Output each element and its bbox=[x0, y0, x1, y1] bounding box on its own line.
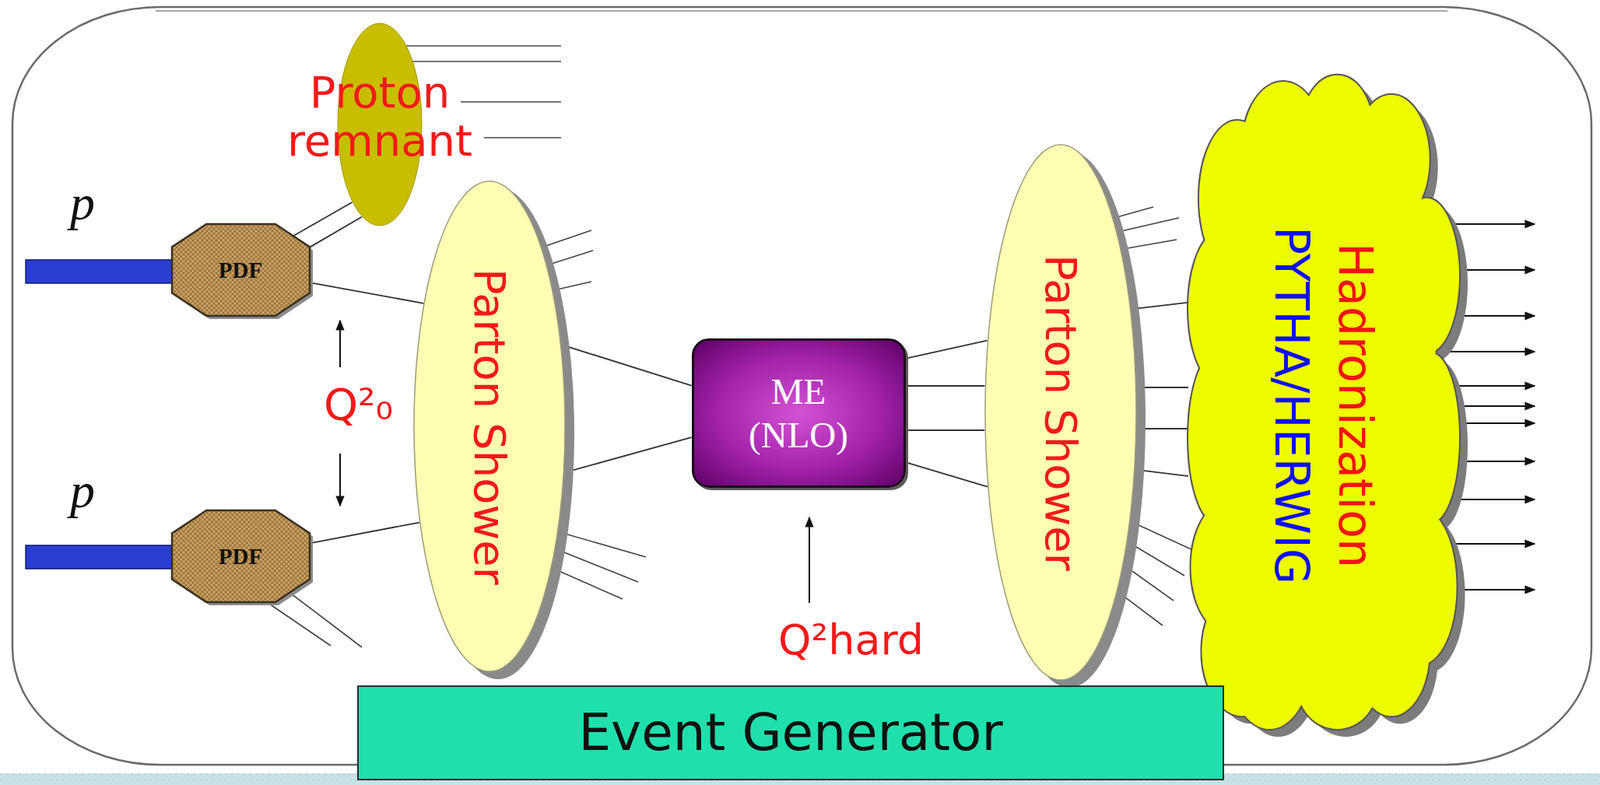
cloud-bump bbox=[1404, 353, 1460, 522]
matrix-element-label: ME (NLO) bbox=[748, 369, 849, 458]
flow-connector bbox=[905, 340, 988, 488]
hadronization-label: Hadronization bbox=[1327, 242, 1384, 569]
connector-line bbox=[309, 217, 362, 248]
cloud-outline bbox=[1188, 75, 1460, 730]
node-content: PDF bbox=[218, 256, 263, 285]
proton-beam bbox=[25, 545, 174, 569]
connector-line bbox=[292, 202, 352, 236]
parton-shower-label: Parton Shower bbox=[1034, 254, 1087, 572]
flow-connector bbox=[292, 202, 362, 248]
connector-line bbox=[309, 282, 425, 304]
hadronization-cloud-outline bbox=[1188, 81, 1460, 730]
event-generator-label: Event Generator bbox=[578, 701, 1003, 764]
connector-line bbox=[1130, 302, 1189, 309]
flow-connector bbox=[309, 282, 425, 304]
node-content: Parton Shower bbox=[463, 268, 516, 586]
event-generator-bar: Event Generator bbox=[357, 685, 1225, 781]
node-content: Parton Shower bbox=[1034, 254, 1087, 572]
cloud-bump bbox=[1188, 353, 1243, 522]
proton-beam-label: p bbox=[70, 462, 95, 520]
proton-beam-label: p bbox=[70, 174, 95, 232]
pdf-label: PDF bbox=[218, 256, 263, 285]
pdf-label: PDF bbox=[218, 543, 263, 571]
connector-line bbox=[564, 437, 692, 473]
cloud-bump bbox=[1353, 586, 1429, 716]
proton-beam bbox=[25, 259, 174, 284]
flow-connector bbox=[561, 344, 692, 473]
cloud-bump bbox=[1393, 198, 1460, 355]
cloud-bump bbox=[1188, 353, 1243, 522]
hard-scale-label: Q²hard bbox=[778, 616, 924, 665]
shape-fill bbox=[171, 510, 310, 603]
node-content: PDF bbox=[218, 543, 263, 571]
cloud-bump bbox=[1228, 600, 1310, 730]
flow-connector bbox=[309, 522, 420, 544]
cutoff-scale-label: Q²₀ bbox=[323, 379, 393, 430]
shape-fill bbox=[171, 224, 310, 316]
pdf-octagon: PDF bbox=[171, 224, 310, 316]
remnant-label: Proton remnant bbox=[287, 68, 473, 165]
matrix-element-box: ME (NLO) bbox=[691, 338, 906, 488]
connector-line bbox=[905, 385, 986, 387]
connector-line bbox=[905, 340, 988, 359]
pdf-octagon: PDF bbox=[171, 510, 310, 603]
cloud-bump bbox=[1228, 600, 1310, 730]
cloud-fill bbox=[1188, 75, 1460, 730]
shape-fill bbox=[414, 181, 565, 672]
connector-line bbox=[905, 429, 986, 432]
outer-frame bbox=[12, 7, 1592, 765]
frame-inner-line bbox=[155, 10, 1448, 12]
cloud-bump bbox=[1404, 353, 1460, 522]
connector-line bbox=[561, 344, 692, 386]
connector-line bbox=[309, 522, 420, 544]
parton-shower-ellipse: Parton Shower bbox=[984, 143, 1137, 681]
parton-shower-label: Parton Shower bbox=[463, 268, 516, 586]
proton-remnant: Proton remnant bbox=[284, 65, 477, 169]
shape-fill bbox=[985, 144, 1137, 681]
parton-shower-ellipse: Parton Shower bbox=[413, 180, 566, 673]
node-content: Proton remnant bbox=[287, 68, 473, 165]
cloud-bump bbox=[1353, 586, 1429, 716]
generator-names-label: PYTHA/HERWIG bbox=[1263, 226, 1320, 585]
node-content: Event Generator bbox=[578, 701, 1003, 764]
cloud-bump bbox=[1393, 198, 1460, 355]
node-content: HadronizationPYTHA/HERWIG bbox=[1263, 226, 1384, 585]
node-content: ME (NLO) bbox=[748, 369, 849, 458]
hadronization-cloud: HadronizationPYTHA/HERWIG bbox=[1188, 81, 1460, 730]
connector-line bbox=[905, 462, 988, 488]
